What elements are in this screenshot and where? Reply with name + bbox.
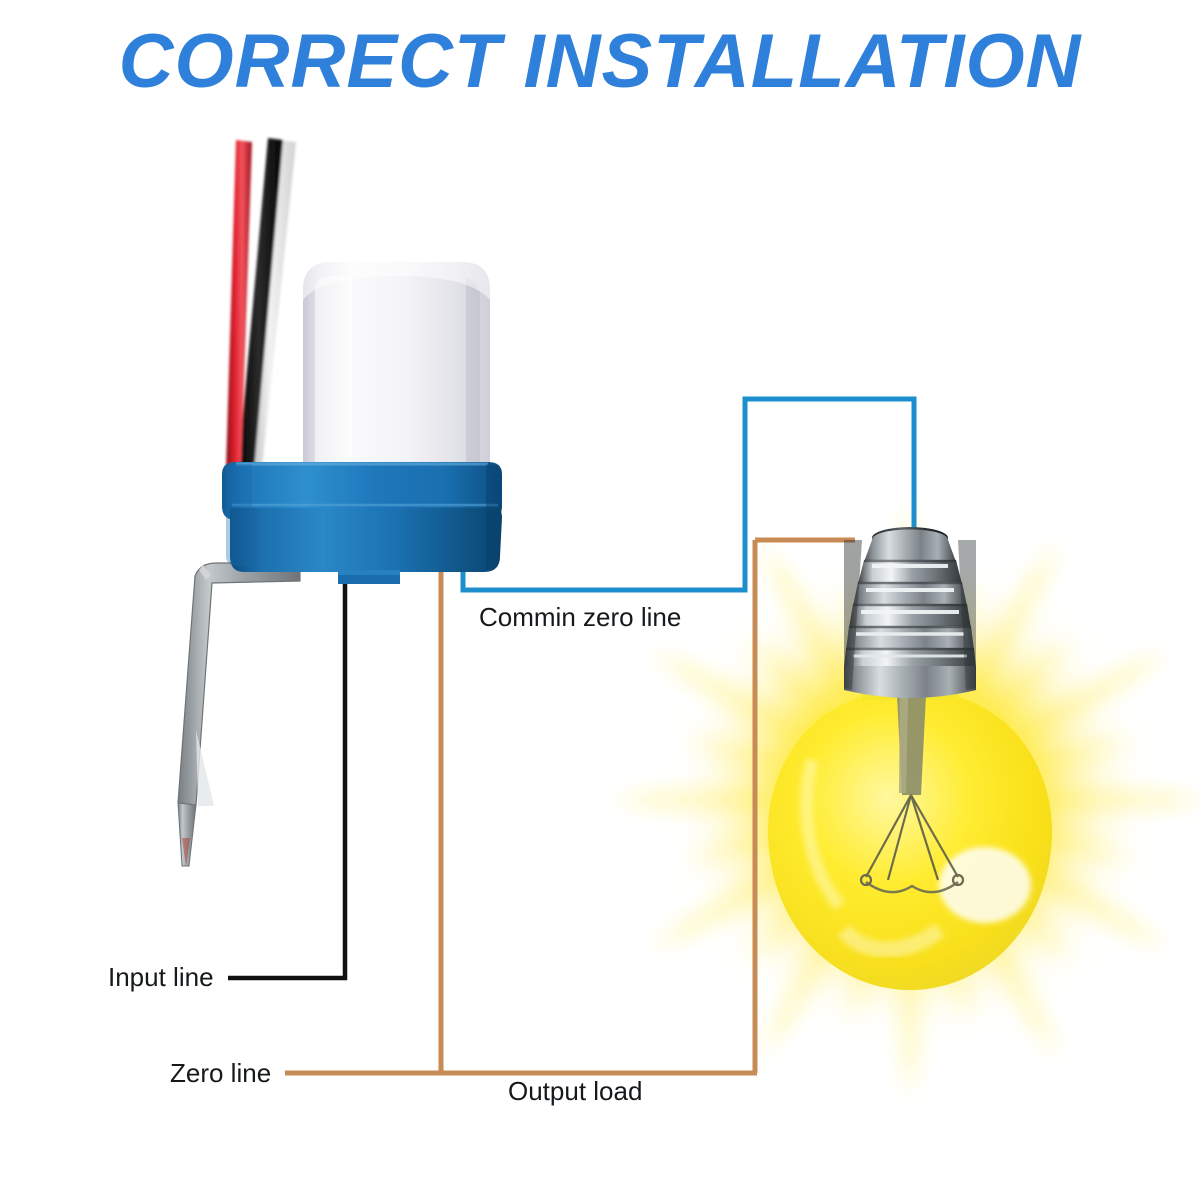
red-wire [226, 140, 252, 470]
photocell-base [222, 462, 502, 584]
incandescent-light-bulb [768, 527, 1052, 990]
bulb-screw-cap [844, 527, 976, 698]
photocell-dome [303, 262, 490, 478]
label-zero-line: Zero line [170, 1058, 272, 1088]
white-wire [252, 140, 296, 470]
input-line-wire [228, 470, 348, 981]
label-output-load: Output load [508, 1076, 643, 1106]
page-title: CORRECT INSTALLATION [118, 19, 1082, 104]
mounting-bracket [177, 562, 301, 867]
label-input-line: Input line [108, 962, 214, 992]
photocell-wires [226, 138, 296, 470]
photocell-sensor [177, 138, 502, 867]
black-wire [238, 138, 283, 470]
label-common-zero-line: Commin zero line [479, 602, 682, 632]
